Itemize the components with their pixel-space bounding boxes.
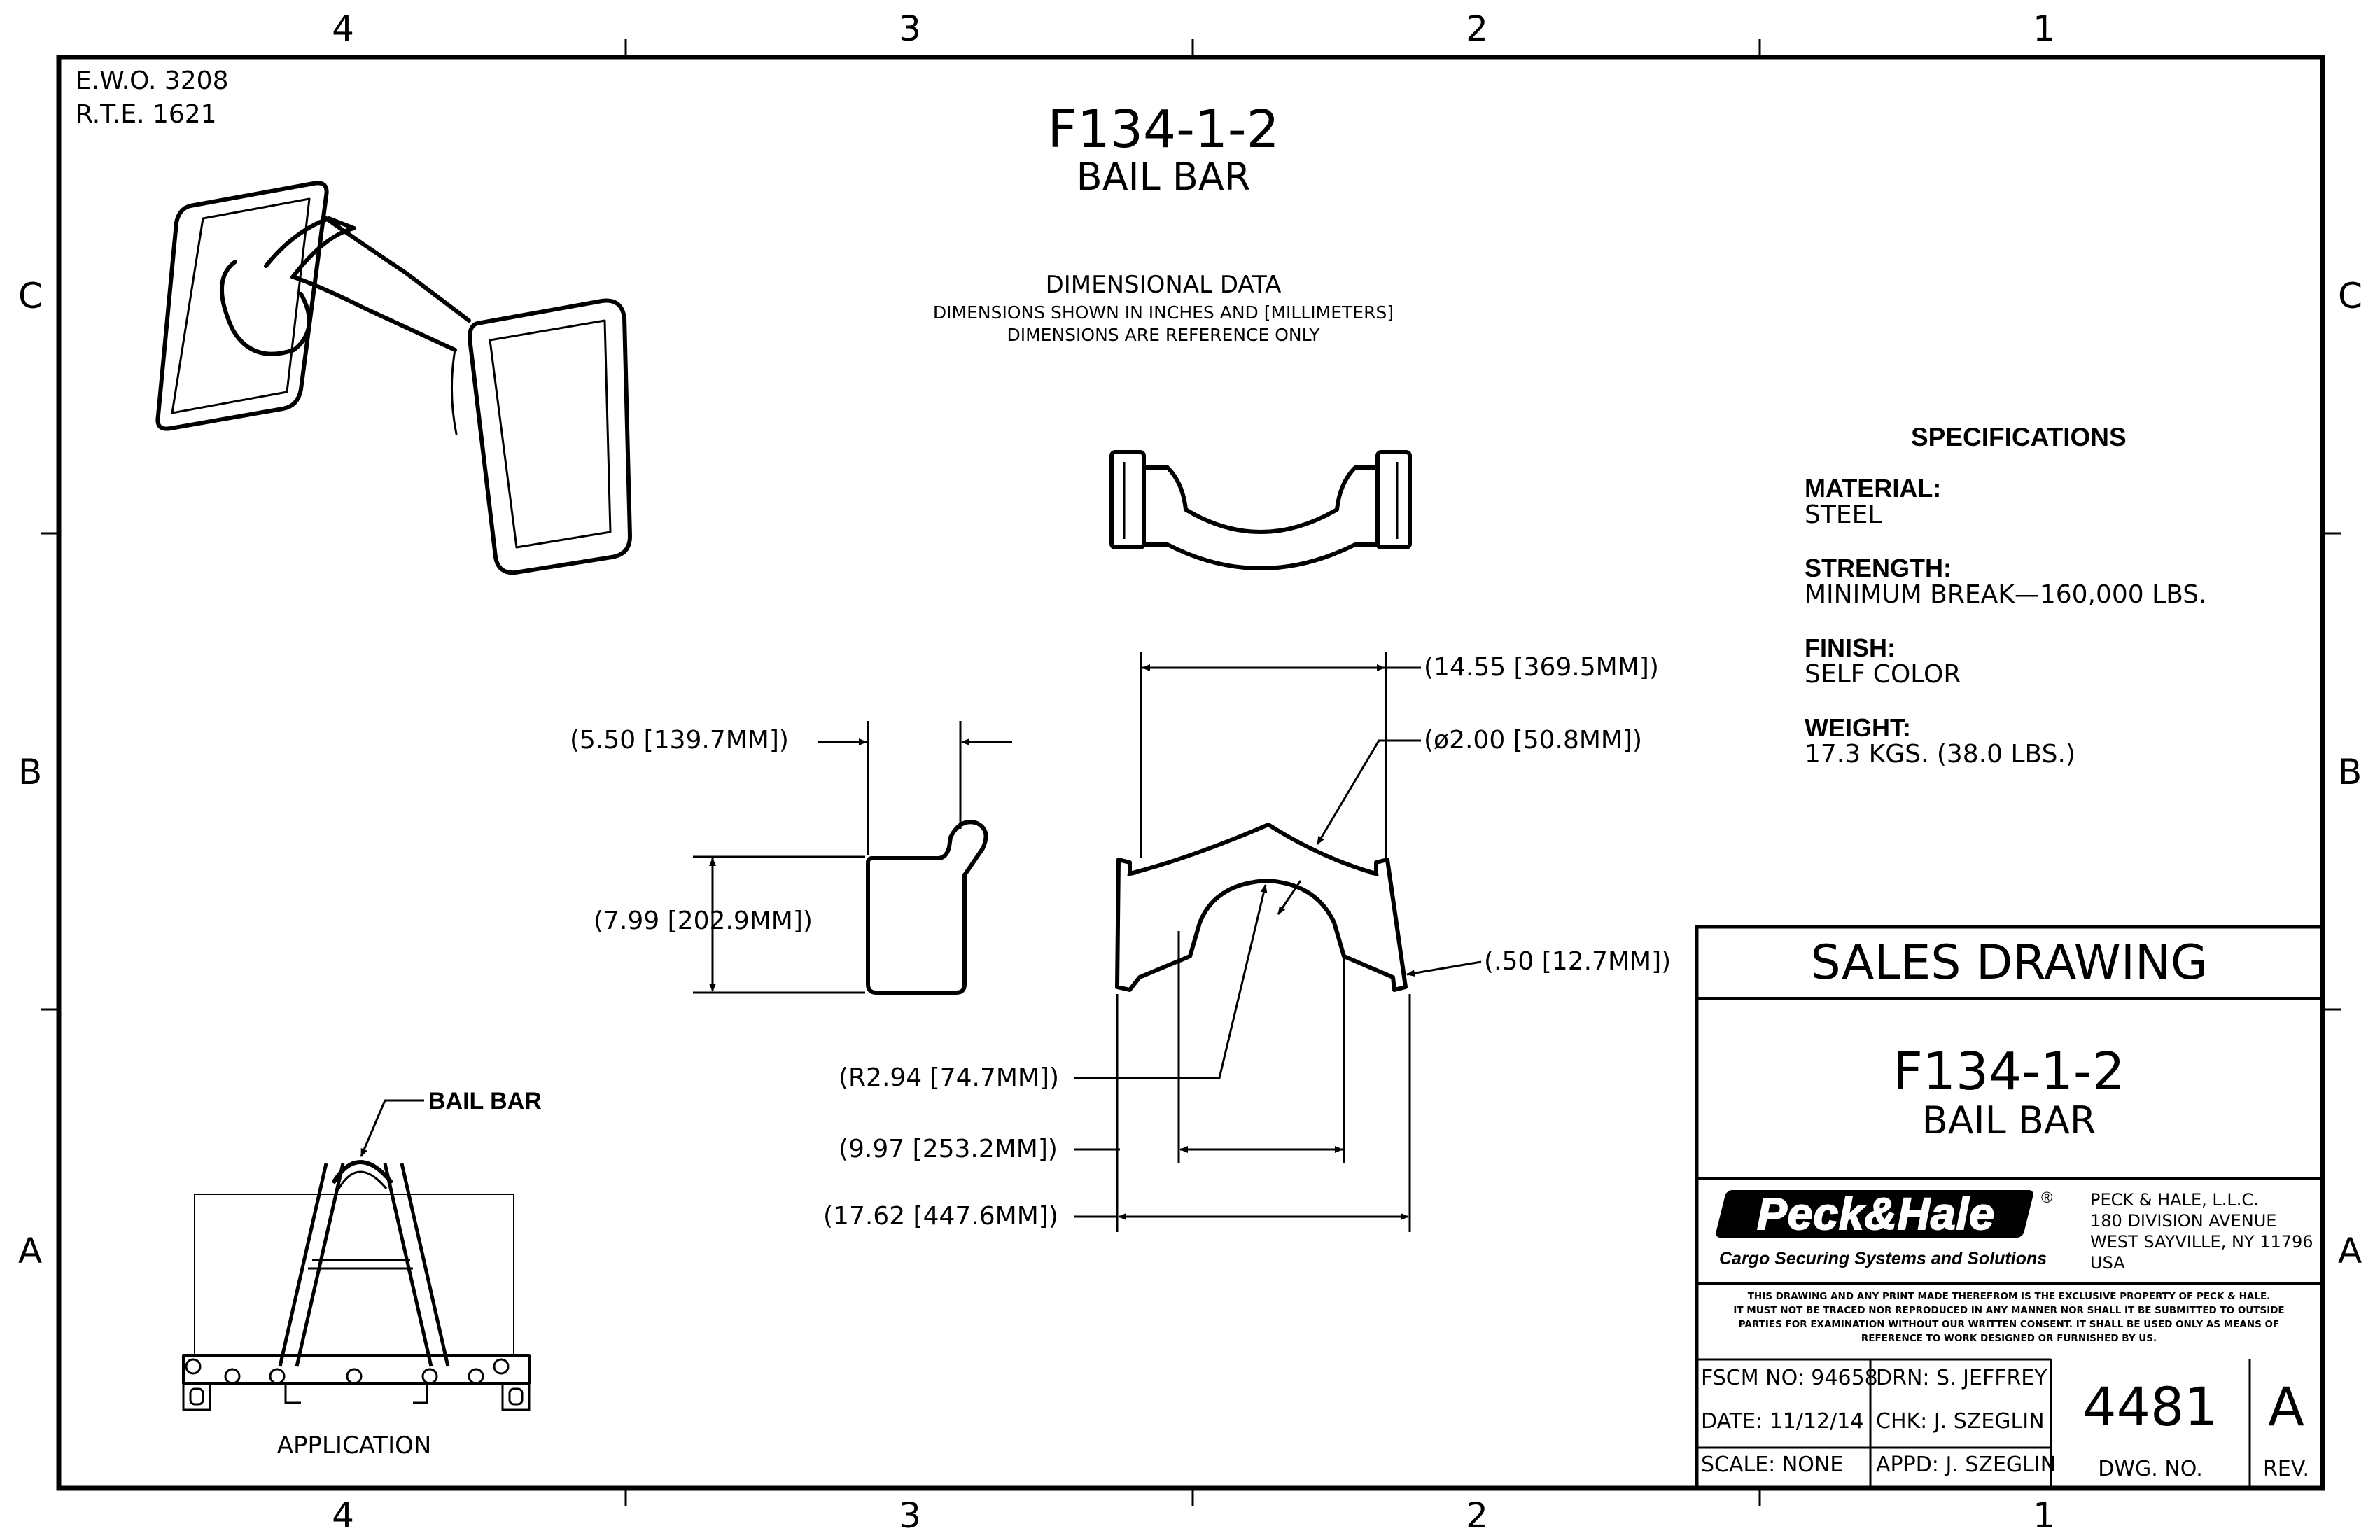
dim-outer-width: (17.62 [447.6MM]) — [823, 1202, 1058, 1231]
zone-top-3: 3 — [899, 8, 921, 49]
dim-inner-width: (9.97 [253.2MM]) — [839, 1135, 1058, 1163]
zone-bottom-2: 2 — [1466, 1495, 1488, 1536]
company-name: PECK & HALE, L.L.C. — [2090, 1190, 2259, 1210]
checked-by: CHK: J. SZEGLIN — [1876, 1409, 2045, 1434]
spec-weight-value: 17.3 KGS. (38.0 LBS.) — [1805, 740, 2076, 769]
spec-material-value: STEEL — [1805, 500, 1882, 529]
logo-wordmark: Peck&Hale — [1756, 1189, 1995, 1239]
dim-side-width: (5.50 [139.7MM]) — [570, 726, 789, 755]
zone-right-a: A — [2338, 1231, 2362, 1271]
proprietary-notice-line-3: PARTIES FOR EXAMINATION WITHOUT OUR WRIT… — [1738, 1319, 2280, 1330]
specifications-heading: SPECIFICATIONS — [1911, 423, 2127, 451]
drawing-scale: SCALE: NONE — [1701, 1452, 1844, 1477]
company-logo: Peck&Hale ® — [1714, 1190, 2055, 1240]
zone-ticks — [41, 39, 2341, 1506]
side-view — [866, 820, 988, 995]
spec-strength-value: MINIMUM BREAK—160,000 LBS. — [1805, 580, 2207, 609]
title-block-drawing-type: SALES DRAWING — [1810, 935, 2208, 990]
zone-top-2: 2 — [1466, 8, 1488, 49]
dim-radius: (R2.94 [74.7MM]) — [839, 1063, 1060, 1092]
zone-top-4: 4 — [332, 8, 354, 49]
front-view — [1115, 822, 1408, 992]
drawing-title-part-name: BAIL BAR — [1076, 155, 1251, 199]
zone-right-b: B — [2338, 752, 2362, 792]
zone-bottom-4: 4 — [332, 1495, 354, 1536]
spec-finish-label: FINISH: — [1805, 634, 1896, 662]
drawing-border — [56, 55, 2325, 1491]
revision-label: REV. — [2263, 1457, 2309, 1481]
spec-weight-label: WEIGHT: — [1805, 713, 1911, 742]
dimensional-data-note-1: DIMENSIONS SHOWN IN INCHES AND [MILLIMET… — [932, 302, 1394, 323]
proprietary-notice-line-4: REFERENCE TO WORK DESIGNED OR FURNISHED … — [1861, 1333, 2157, 1344]
dimensional-data-heading: DIMENSIONAL DATA — [1045, 271, 1282, 299]
application-callout: BAIL BAR — [428, 1088, 542, 1114]
title-block-part-name: BAIL BAR — [1921, 1098, 2096, 1142]
title-block-grid — [1695, 925, 2323, 1488]
rte-number: R.T.E. 1621 — [76, 100, 217, 129]
zone-left-c: C — [18, 276, 43, 316]
dim-diameter: (ø2.00 [50.8MM]) — [1424, 726, 1643, 755]
dimension-lines — [693, 652, 1482, 1232]
drawing-title-part-number: F134-1-2 — [1047, 99, 1280, 160]
drawing-date: DATE: 11/12/14 — [1701, 1409, 1864, 1434]
company-country: USA — [2090, 1253, 2125, 1273]
zone-top-1: 1 — [2033, 8, 2055, 49]
zone-bottom-3: 3 — [899, 1495, 921, 1536]
drawn-by: DRN: S. JEFFREY — [1876, 1366, 2047, 1390]
registered-mark-icon: ® — [2041, 1189, 2053, 1206]
logo-tagline: Cargo Securing Systems and Solutions — [1719, 1249, 2047, 1268]
company-city: WEST SAYVILLE, NY 11796 — [2090, 1232, 2314, 1252]
spec-material-label: MATERIAL: — [1805, 474, 1942, 503]
dim-thickness: (.50 [12.7MM]) — [1484, 947, 1672, 976]
drawing-number: 4481 — [2082, 1376, 2218, 1438]
spec-finish-value: SELF COLOR — [1805, 660, 1961, 689]
ewo-number: E.W.O. 3208 — [76, 66, 229, 95]
dim-overall-span: (14.55 [369.5MM]) — [1424, 653, 1659, 682]
application-caption: APPLICATION — [276, 1432, 432, 1460]
company-street: 180 DIVISION AVENUE — [2090, 1211, 2277, 1231]
spec-strength-label: STRENGTH: — [1805, 554, 1952, 582]
title-block-part-number: F134-1-2 — [1893, 1042, 2125, 1102]
zone-bottom-1: 1 — [2033, 1495, 2055, 1536]
isometric-view — [155, 181, 632, 575]
top-view — [1110, 450, 1412, 570]
application-view — [182, 1099, 531, 1411]
zone-left-a: A — [18, 1231, 43, 1271]
proprietary-notice-line-1: THIS DRAWING AND ANY PRINT MADE THEREFRO… — [1747, 1291, 2271, 1302]
proprietary-notice-line-2: IT MUST NOT BE TRACED NOR REPRODUCED IN … — [1733, 1305, 2285, 1316]
zone-right-c: C — [2338, 276, 2362, 316]
approved-by: APPD: J. SZEGLIN — [1876, 1452, 2057, 1477]
dimensional-data-note-2: DIMENSIONS ARE REFERENCE ONLY — [1007, 325, 1320, 345]
zone-left-b: B — [18, 752, 43, 792]
drawing-number-label: DWG. NO. — [2098, 1457, 2203, 1481]
revision-letter: A — [2268, 1376, 2304, 1438]
dim-side-height: (7.99 [202.9MM]) — [594, 906, 813, 935]
fscm-number: FSCM NO: 94658 — [1701, 1366, 1878, 1390]
